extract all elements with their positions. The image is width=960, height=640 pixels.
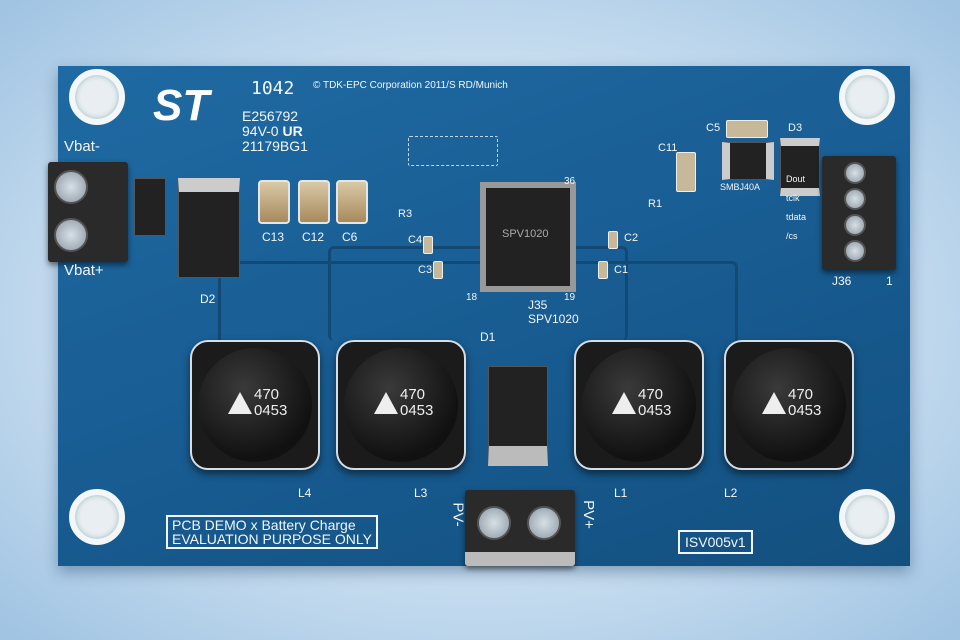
c11-label: C11 (658, 142, 678, 154)
d3-label: D3 (788, 122, 803, 134)
passive-cluster (408, 136, 498, 166)
version-label: ISV005v1 (678, 530, 753, 554)
diode-d4 (722, 142, 774, 180)
j36-connector (822, 156, 896, 270)
pin-label: 36 (564, 176, 576, 187)
brand-triangle-icon (612, 392, 636, 414)
diode-d3 (780, 138, 820, 196)
copper-trace (218, 261, 738, 351)
capacitor-c1 (598, 261, 608, 279)
vbat-plus-label: Vbat+ (64, 262, 104, 279)
copyright-text: © TDK-EPC Corporation 2011/S RD/Munich (313, 80, 508, 91)
r3-label: R3 (398, 208, 413, 220)
ul-mark: UR (282, 123, 303, 139)
pv-terminal-block (465, 490, 575, 566)
capacitor-c2 (608, 231, 618, 249)
capacitor-c5 (726, 120, 768, 138)
c12-label: C12 (302, 230, 325, 244)
c6-label: C6 (342, 230, 358, 244)
diode-d1 (488, 366, 548, 466)
mounting-hole (69, 489, 125, 545)
capacitor-c3 (433, 261, 443, 279)
c5-label: C5 (706, 122, 721, 134)
certification-block: E256792 94V-0 UR 21179BG1 (242, 109, 308, 154)
l1-label: L1 (614, 486, 628, 500)
brand-triangle-icon (228, 392, 252, 414)
spv1020-ic: SPV1020 (480, 182, 576, 292)
ic-name-label: SPV1020 (528, 312, 579, 326)
st-logo: ST (153, 81, 210, 130)
brand-triangle-icon (374, 392, 398, 414)
mounting-hole (839, 489, 895, 545)
capacitor-c13 (258, 180, 290, 224)
ic-marking: SPV1020 (502, 228, 549, 240)
cert-line: 21179BG1 (242, 138, 308, 154)
screw (527, 506, 561, 540)
pin-label: 18 (466, 292, 478, 303)
l2-label: L2 (724, 486, 738, 500)
j36-label: J36 (832, 274, 852, 288)
capacitor-c4 (423, 236, 433, 254)
d1-label: D1 (480, 330, 496, 344)
screw (54, 170, 88, 204)
capacitor-c6 (336, 180, 368, 224)
mounting-hole (69, 69, 125, 125)
brand-triangle-icon (762, 392, 786, 414)
c13-label: C13 (262, 230, 285, 244)
c4-label: C4 (408, 234, 423, 246)
copper-trace (328, 246, 628, 341)
c2-label: C2 (624, 232, 639, 244)
d4-part-label: SMBJ40A (720, 182, 761, 192)
screw (844, 162, 866, 184)
j35-label: J35 (528, 298, 548, 312)
l4-label: L4 (298, 486, 312, 500)
pin1-label: 1 (886, 274, 893, 288)
mounting-hole (839, 69, 895, 125)
date-code: 1042 (251, 78, 295, 99)
screw (844, 240, 866, 262)
diode-d2 (178, 178, 240, 278)
d2-label: D2 (200, 292, 216, 306)
c1-label: C1 (614, 264, 629, 276)
capacitor-c12 (298, 180, 330, 224)
pcb-board: ST 1042 © TDK-EPC Corporation 2011/S RD/… (48, 66, 910, 566)
c3-label: C3 (418, 264, 433, 276)
screw (844, 188, 866, 210)
diode-smbj40a (134, 178, 166, 236)
screw (54, 218, 88, 252)
cert-line: E256792 (242, 108, 299, 124)
r1-label: R1 (648, 198, 663, 210)
screw (844, 214, 866, 236)
cert-line: 94V-0 UR (242, 123, 303, 139)
vbat-terminal-block (48, 162, 128, 262)
screw (477, 506, 511, 540)
pin-label: 19 (564, 292, 576, 303)
capacitor-c11 (676, 152, 696, 192)
vbat-minus-label: Vbat- (64, 138, 100, 155)
pv-plus-label: PV+ (579, 500, 597, 529)
l3-label: L3 (414, 486, 428, 500)
